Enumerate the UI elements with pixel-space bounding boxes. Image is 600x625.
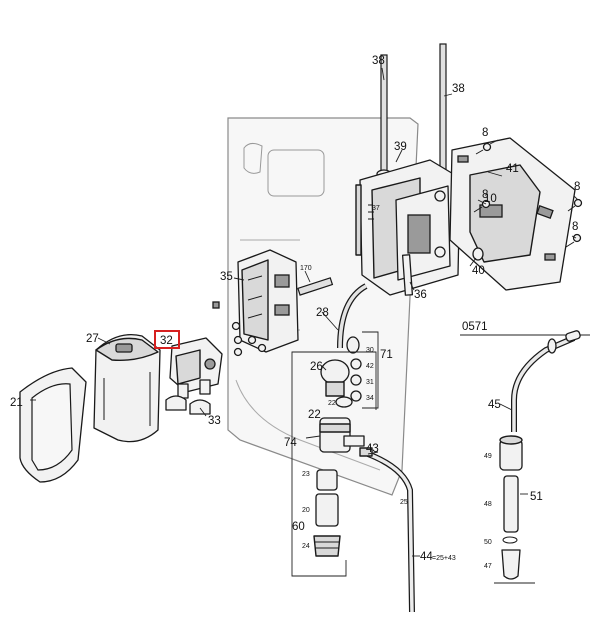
label-50: 50 — [484, 539, 492, 546]
label-8-right-b: 8 — [572, 221, 578, 233]
label-49: 49 — [484, 453, 492, 460]
label-43: 43 — [366, 443, 379, 455]
hose-28 — [337, 283, 368, 349]
sleeve-23 — [316, 469, 338, 491]
label-27: 27 — [86, 333, 99, 345]
group-bracket-74 — [291, 351, 377, 577]
label-42: 42 — [366, 363, 374, 370]
sleeve-20 — [315, 493, 339, 527]
bracket-36 — [401, 254, 414, 296]
screw-8-top — [475, 142, 492, 155]
label-10: 10 — [484, 193, 497, 205]
label-34: 34 — [366, 395, 374, 402]
valve-block-39 — [355, 159, 461, 296]
label-21: 21 — [10, 397, 23, 409]
oring-50 — [502, 536, 518, 544]
label-51: 51 — [530, 491, 543, 503]
coupling-49 — [499, 435, 523, 471]
valve-32 — [169, 337, 223, 399]
label-8-right-a: 8 — [574, 181, 580, 193]
mount-plate-41 — [449, 137, 576, 291]
clips-33 — [165, 395, 211, 415]
leader-lines — [30, 67, 579, 557]
label-44: 44 — [420, 551, 433, 563]
label-20: 20 — [302, 507, 310, 514]
label-8-top: 8 — [482, 127, 488, 139]
part-labels: 38 38 8 8 8 8 39 41 10 37 40 36 35 170 2… — [10, 55, 580, 570]
highlight-box-32 — [154, 330, 180, 349]
switch-bracket-35 — [237, 249, 299, 353]
grommet-40 — [472, 247, 484, 261]
label-31: 31 — [366, 379, 374, 386]
label-71: 71 — [380, 349, 393, 361]
label-41: 41 — [506, 163, 519, 175]
label-38-left: 38 — [372, 55, 385, 67]
label-47: 47 — [484, 563, 492, 570]
label-44-note: =25+43 — [432, 555, 456, 562]
label-48: 48 — [484, 501, 492, 508]
screw-8-right-a — [567, 198, 583, 212]
water-tank-27 — [93, 333, 161, 443]
label-40: 40 — [472, 265, 485, 277]
label-60: 60 — [292, 521, 305, 533]
label-45: 45 — [488, 399, 501, 411]
nozzle-47 — [501, 549, 521, 580]
label-24: 24 — [302, 543, 310, 550]
group-bracket-71 — [362, 331, 379, 409]
boiler-group-26 — [320, 336, 362, 402]
screw-set — [212, 301, 267, 357]
label-74: 74 — [284, 437, 297, 449]
seal-24 — [313, 535, 341, 557]
label-0571: 0571 — [462, 321, 488, 333]
label-38-right: 38 — [452, 83, 465, 95]
label-22: 22 — [308, 409, 321, 421]
tube-25 — [359, 447, 415, 613]
label-39: 39 — [394, 141, 407, 153]
label-23: 23 — [302, 471, 310, 478]
label-28: 28 — [316, 307, 329, 319]
label-170: 170 — [300, 265, 312, 272]
valve-body-22 — [319, 396, 365, 453]
label-33: 33 — [208, 415, 221, 427]
label-35: 35 — [220, 271, 233, 283]
front-cover-21 — [19, 367, 87, 483]
label-22-small: 22 — [328, 400, 336, 407]
label-32: 32 — [160, 335, 173, 347]
label-37: 37 — [372, 205, 380, 212]
label-36: 36 — [414, 289, 427, 301]
tube-48 — [503, 475, 519, 533]
label-30: 30 — [366, 347, 374, 354]
label-8-mid: 8 — [482, 189, 488, 201]
label-25: 25 — [400, 499, 408, 506]
screw-8-right-b — [565, 233, 582, 248]
pipe-45 — [511, 330, 581, 432]
pin-170 — [297, 277, 334, 296]
label-26: 26 — [310, 361, 323, 373]
